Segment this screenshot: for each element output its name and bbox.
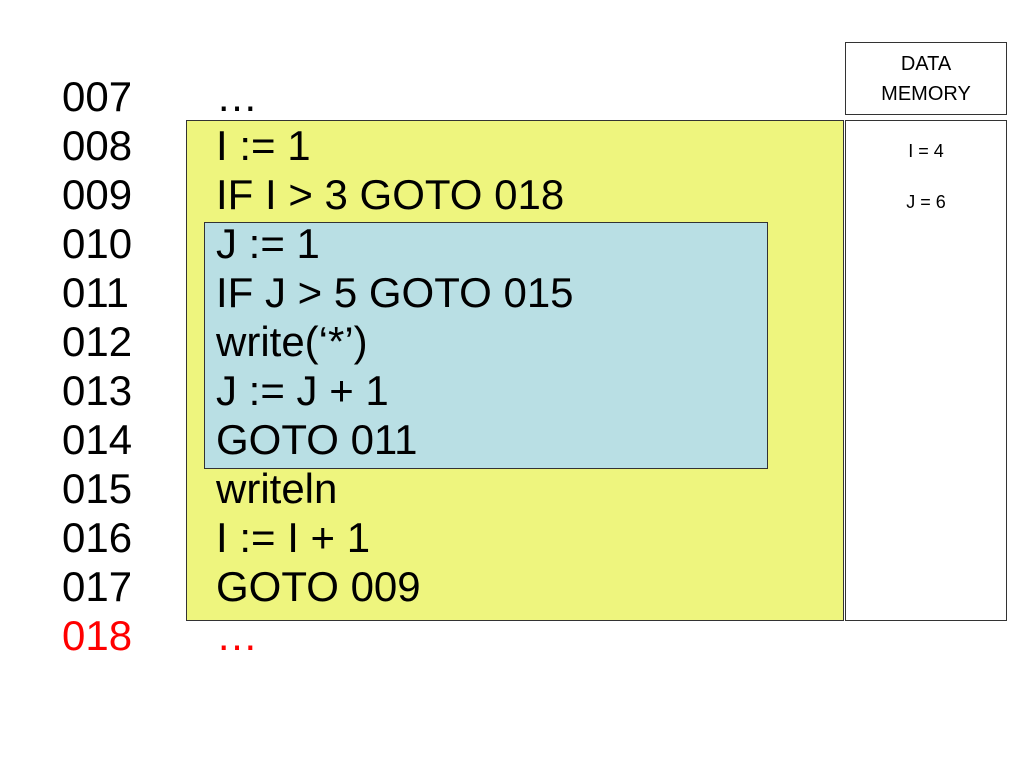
line-number: 013 xyxy=(62,367,133,414)
memory-value-i: I = 4 xyxy=(908,141,944,161)
inner-loop-highlight xyxy=(204,222,768,469)
data-memory-title-line2: MEMORY xyxy=(881,82,971,105)
program-line-016: 016 I := I + 1 xyxy=(0,513,700,562)
program-line-015: 015 writeln xyxy=(0,464,700,513)
line-code: I := I + 1 xyxy=(216,514,371,561)
line-code: writeln xyxy=(216,465,338,512)
line-number: 010 xyxy=(62,220,133,267)
line-code: IF I > 3 GOTO 018 xyxy=(216,171,565,218)
memory-value-j: J = 6 xyxy=(906,192,946,212)
program-line-010: 010 J := 1 xyxy=(0,219,700,268)
line-number: 015 xyxy=(62,465,133,512)
line-number: 007 xyxy=(62,73,133,120)
program-line-011: 011 IF J > 5 GOTO 015 xyxy=(0,268,700,317)
program-line-017: 017 GOTO 009 xyxy=(0,562,700,611)
program-line-008: 008 I := 1 xyxy=(0,121,700,170)
line-number: 009 xyxy=(62,171,133,218)
line-code: IF J > 5 GOTO 015 xyxy=(216,269,574,316)
line-code: GOTO 011 xyxy=(216,416,418,463)
line-code: … xyxy=(216,612,258,659)
line-number: 008 xyxy=(62,122,133,169)
line-code: GOTO 009 xyxy=(216,563,421,610)
data-memory-panel: I = 4 J = 6 xyxy=(845,120,1007,621)
line-code: J := J + 1 xyxy=(216,367,389,414)
line-number: 012 xyxy=(62,318,133,365)
line-code: J := 1 xyxy=(216,220,320,267)
program-line-012: 012 write(‘*’) xyxy=(0,317,700,366)
program-line-007: 007 … xyxy=(0,72,700,121)
program-line-014: 014 GOTO 011 xyxy=(0,415,700,464)
line-number: 011 xyxy=(62,269,129,316)
data-memory-title-line1: DATA xyxy=(900,52,952,75)
line-code: write(‘*’) xyxy=(216,318,368,365)
line-code: I := 1 xyxy=(216,122,311,169)
line-number: 016 xyxy=(62,514,133,561)
program-line-009: 009 IF I > 3 GOTO 018 xyxy=(0,170,700,219)
program-line-018-current: 018 … xyxy=(0,611,700,660)
line-number: 018 xyxy=(62,612,133,659)
line-number: 014 xyxy=(62,416,133,463)
data-memory-title: DATA MEMORY xyxy=(845,42,1007,115)
line-code: … xyxy=(216,73,258,120)
program-line-013: 013 J := J + 1 xyxy=(0,366,700,415)
line-number: 017 xyxy=(62,563,133,610)
